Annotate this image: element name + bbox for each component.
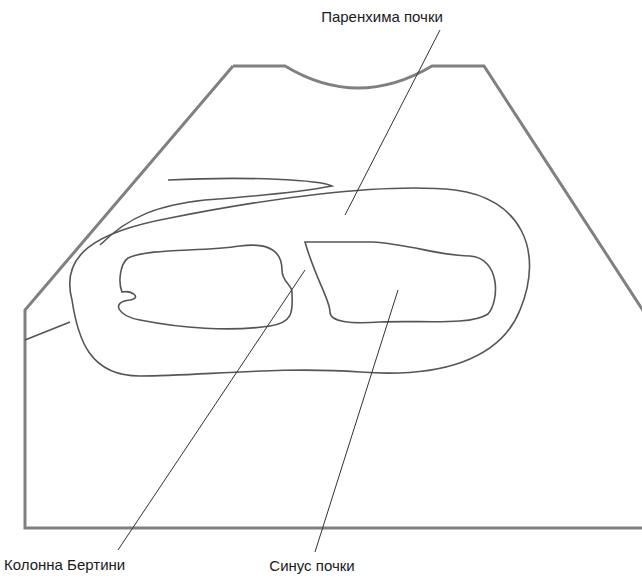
sinus-outline xyxy=(305,242,495,323)
part-label: Синус почки xyxy=(269,557,354,575)
sinus-outline xyxy=(119,245,293,329)
tissue-contour xyxy=(25,322,70,340)
tissue-contour xyxy=(100,178,332,245)
leader-line xyxy=(118,270,305,550)
part-label: Паренхима почки xyxy=(321,8,443,26)
kidney-outline xyxy=(70,188,530,376)
part-label: Колонна Бертини xyxy=(4,556,125,574)
leader-line xyxy=(345,30,440,215)
leader-line xyxy=(315,290,398,552)
scan-frame xyxy=(25,66,642,528)
